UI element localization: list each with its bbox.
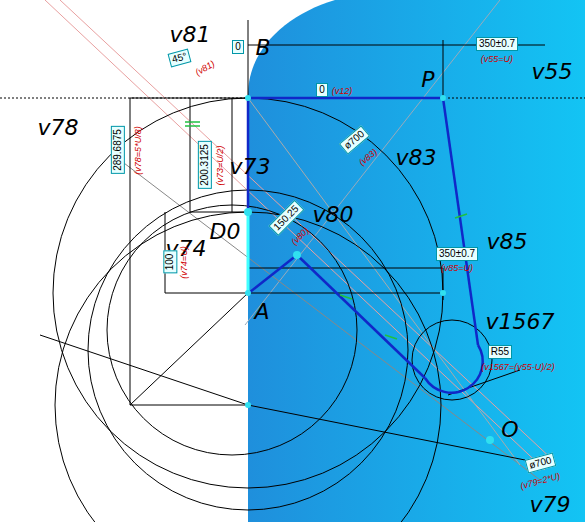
dimension-expression: (v74=U) (179, 246, 188, 278)
dimension-value: 350±0.7 (436, 247, 478, 261)
dimension-value: 100 (163, 251, 177, 274)
point-label: B (255, 37, 270, 59)
variable-name: v1567 (485, 311, 554, 333)
dimension-expression: (v81) (194, 59, 216, 77)
dimension-value: 350±0.7 (476, 37, 518, 51)
dimension-value: 0 (232, 40, 244, 54)
variable-name: v83 (395, 147, 436, 169)
variable-name: v81 (169, 24, 210, 46)
dimension-value: 45° (168, 49, 192, 68)
point-label: P (421, 69, 434, 91)
dimension-expression: (v78=5*U/8) (134, 126, 143, 174)
point-label: A (254, 301, 269, 323)
dimension-expression: (v1567=(v55-U)/2) (481, 363, 554, 372)
dimension-value: 200.3125 (198, 141, 212, 189)
variable-name: v78 (37, 117, 78, 139)
variable-name: v55 (531, 61, 572, 83)
dimension-value: 0 (316, 83, 328, 97)
variable-name: v85 (486, 231, 527, 253)
dimension-value: R55 (488, 345, 512, 359)
point-label: D0 (210, 221, 241, 243)
point-label: O (501, 419, 518, 441)
variable-name: v80 (312, 204, 353, 226)
variable-name: v73 (229, 156, 270, 178)
dimension-expression: (v55=U) (481, 55, 513, 64)
dimension-value: 289.6875 (111, 126, 125, 174)
dimension-expression: (v12) (332, 87, 353, 96)
variable-name: v79 (529, 494, 570, 516)
dimension-expression: (v73=U/2) (217, 145, 226, 185)
dimension-expression: (v85=U) (441, 264, 473, 273)
